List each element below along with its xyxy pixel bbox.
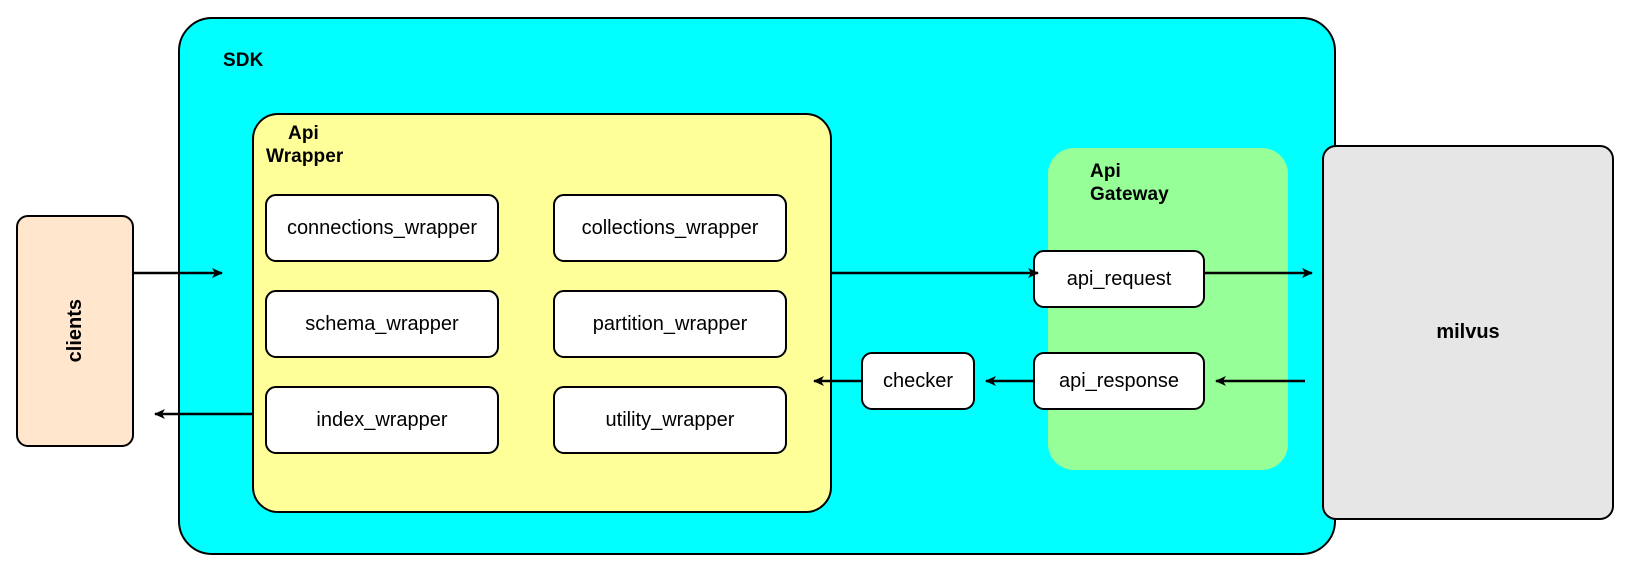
node-utility-wrapper[interactable]: utility_wrapper xyxy=(553,386,787,454)
group-api-wrapper-label: Api Wrapper xyxy=(266,123,344,167)
node-milvus[interactable]: milvus xyxy=(1322,145,1614,520)
node-schema-wrapper[interactable]: schema_wrapper xyxy=(265,290,499,358)
node-index-wrapper[interactable]: index_wrapper xyxy=(265,386,499,454)
node-partition-wrapper[interactable]: partition_wrapper xyxy=(553,290,787,358)
group-sdk-label: SDK xyxy=(223,50,264,71)
group-api-gateway[interactable]: Api Gateway xyxy=(1048,148,1288,470)
node-api-response[interactable]: api_response xyxy=(1033,352,1205,410)
node-clients[interactable]: clients xyxy=(16,215,134,447)
node-api-request[interactable]: api_request xyxy=(1033,250,1205,308)
node-clients-label: clients xyxy=(63,299,86,363)
group-api-gateway-label: Api Gateway xyxy=(1090,161,1169,205)
node-checker[interactable]: checker xyxy=(861,352,975,410)
node-collections-wrapper[interactable]: collections_wrapper xyxy=(553,194,787,262)
node-connections-wrapper[interactable]: connections_wrapper xyxy=(265,194,499,262)
